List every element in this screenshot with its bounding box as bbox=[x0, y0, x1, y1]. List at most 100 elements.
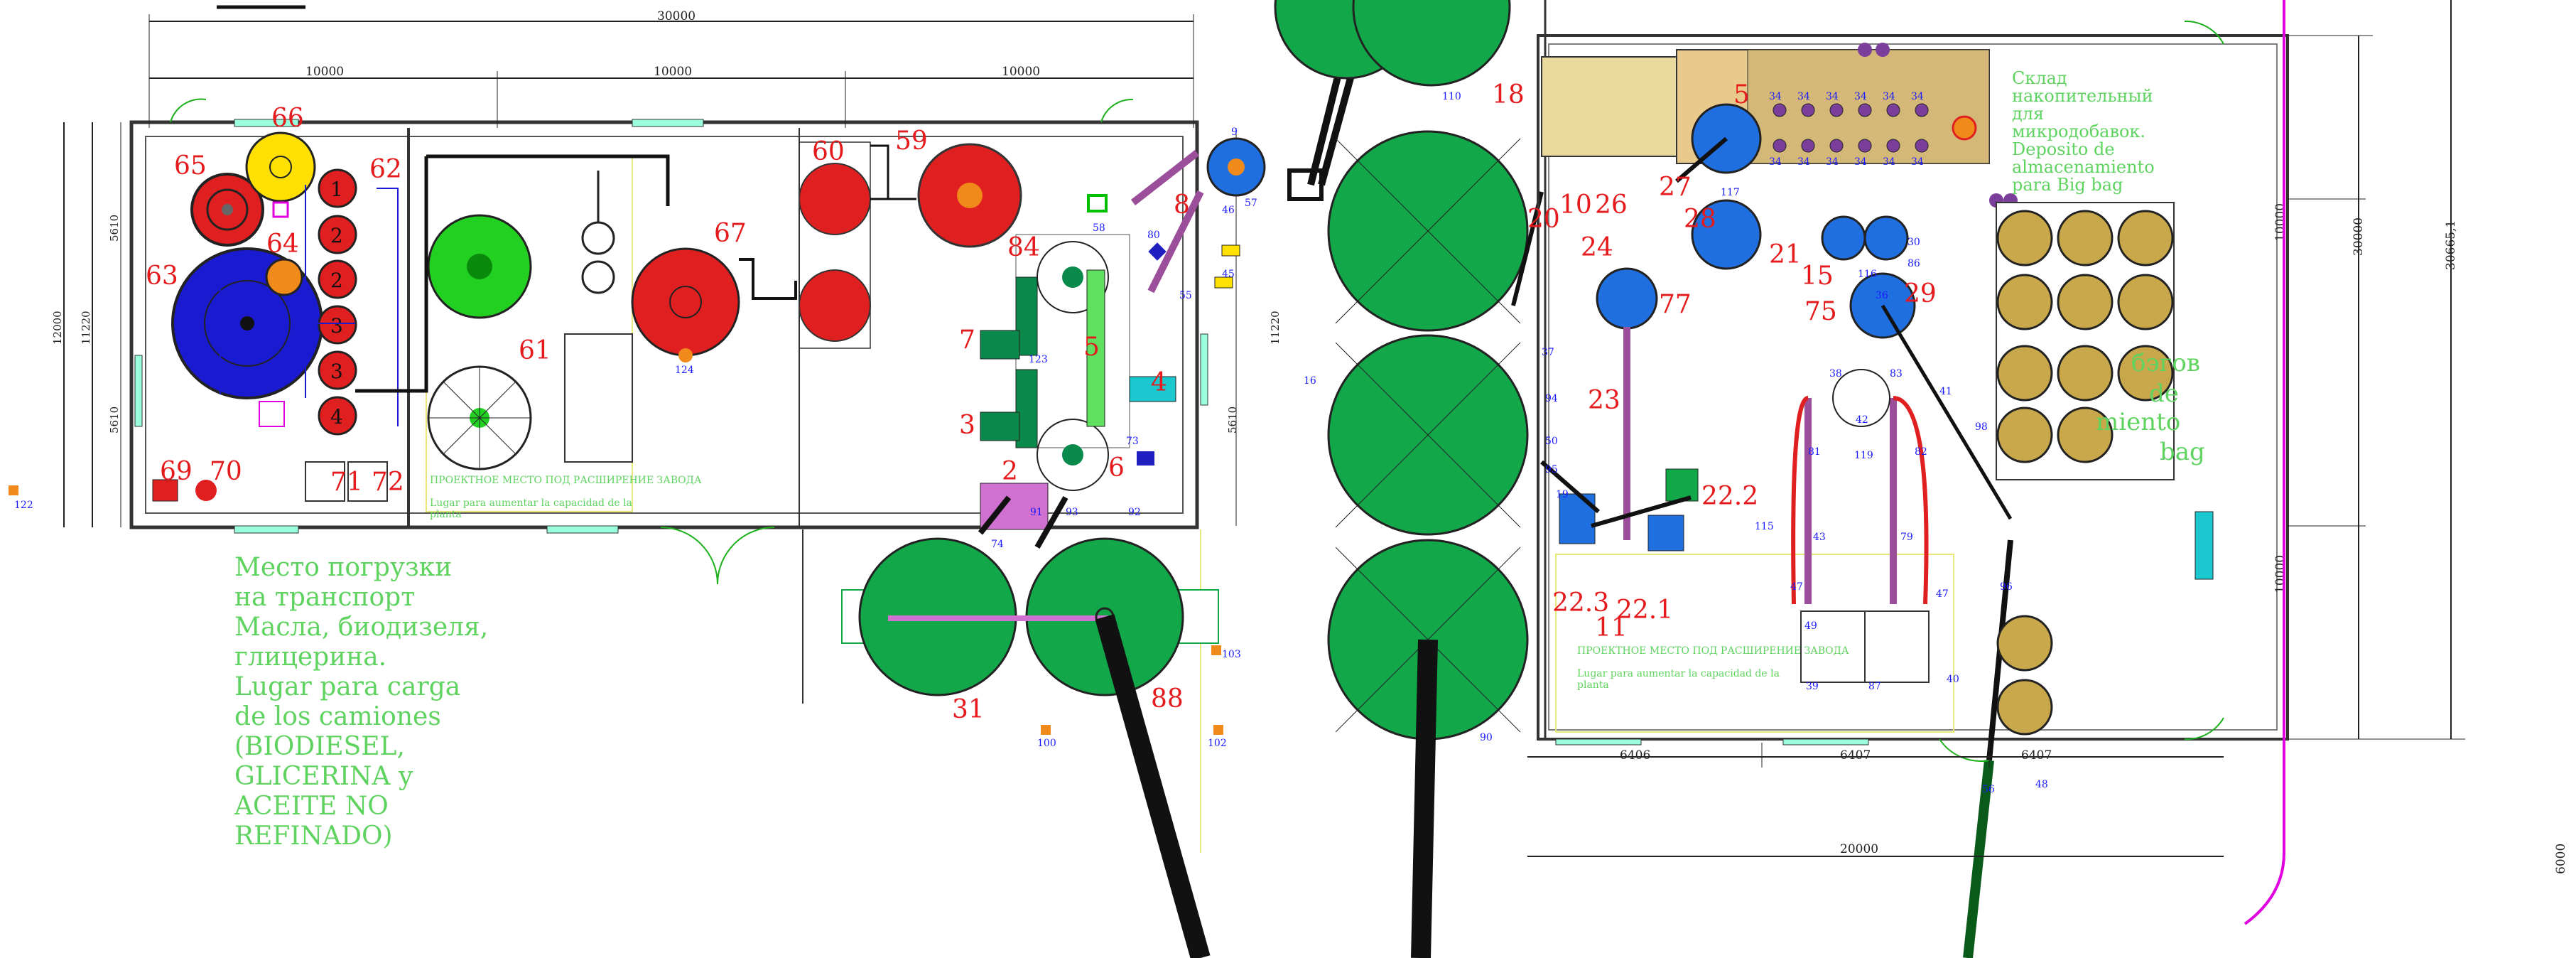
svg-text:микродобавок.: микродобавок. bbox=[2012, 122, 2145, 141]
label-18: 18 bbox=[1492, 80, 1525, 109]
label-77: 77 bbox=[1659, 290, 1692, 319]
dim-top-seg1: 10000 bbox=[305, 65, 344, 79]
label-11: 11 bbox=[1595, 613, 1628, 642]
svg-text:ПРОЕКТНОЕ МЕСТО ПОД РАСШИРЕНИЕ: ПРОЕКТНОЕ МЕСТО ПОД РАСШИРЕНИЕ ЗАВОДА bbox=[1577, 645, 1849, 657]
dim-top-overall: 30000 bbox=[657, 9, 696, 23]
tag-87: 87 bbox=[1868, 681, 1881, 692]
label-31: 31 bbox=[952, 695, 985, 724]
tag-48: 48 bbox=[2035, 779, 2048, 790]
tag-34d: 34 bbox=[1854, 91, 1867, 102]
warehouse-note: Склад накопительный для микродобавок. De… bbox=[2012, 68, 2155, 195]
label-20: 20 bbox=[1527, 205, 1560, 234]
dim-right-total: 30665,1 bbox=[2444, 220, 2458, 270]
dim-left-overall: 12000 bbox=[51, 311, 64, 345]
label-23: 23 bbox=[1588, 386, 1620, 415]
svg-text:Масла, биодизеля,: Масла, биодизеля, bbox=[234, 613, 488, 642]
tag-100: 100 bbox=[1037, 738, 1056, 749]
label-66: 66 bbox=[271, 104, 304, 133]
tag-36: 36 bbox=[1876, 290, 1888, 301]
tag-34c: 34 bbox=[1826, 91, 1839, 102]
tag-122: 122 bbox=[14, 500, 33, 511]
tag-34h: 34 bbox=[1797, 156, 1810, 168]
svg-text:de: de bbox=[2149, 380, 2179, 408]
label-28: 28 bbox=[1684, 205, 1716, 234]
tag-56: 56 bbox=[1982, 784, 1995, 795]
tag-94: 94 bbox=[1545, 393, 1558, 404]
tag-45: 45 bbox=[1222, 269, 1235, 280]
label-5: 5 bbox=[1083, 333, 1100, 362]
svg-text:Lugar para aumentar la capacid: Lugar para aumentar la capacidad de la bbox=[430, 497, 632, 509]
dim-mid-a: 11220 bbox=[1269, 311, 1282, 345]
tag-30: 30 bbox=[1907, 237, 1920, 248]
right-building bbox=[1537, 0, 2289, 958]
svg-text:(BIODIESEL,: (BIODIESEL, bbox=[234, 732, 405, 761]
bigbag-note: бэгов de miento bag bbox=[2096, 349, 2205, 466]
svg-text:para Big bag: para Big bag bbox=[2012, 175, 2123, 195]
tag-58: 58 bbox=[1093, 222, 1105, 234]
svg-text:REFINADO): REFINADO) bbox=[234, 822, 393, 851]
tag-91: 91 bbox=[1030, 507, 1043, 518]
expansion-note-left: ПРОЕКТНОЕ МЕСТО ПОД РАСШИРЕНИЕ ЗАВОДА Lu… bbox=[430, 475, 702, 520]
dim-left-b: 5610 bbox=[108, 407, 121, 434]
svg-text:1: 1 bbox=[330, 178, 343, 201]
tag-9: 9 bbox=[1231, 127, 1238, 138]
dim-bottom-a: 6406 bbox=[1620, 748, 1650, 763]
dim-bottom-overall: 20000 bbox=[1840, 842, 1878, 856]
tag-50: 50 bbox=[1545, 436, 1558, 447]
label-4: 4 bbox=[1151, 368, 1167, 397]
dim-far-right: 6000 bbox=[2554, 844, 2568, 874]
label-67: 67 bbox=[714, 219, 747, 248]
tag-123: 123 bbox=[1029, 354, 1048, 365]
label-88: 88 bbox=[1151, 684, 1184, 714]
tag-110: 110 bbox=[1442, 91, 1461, 102]
label-84: 84 bbox=[1007, 233, 1040, 262]
tag-34e: 34 bbox=[1883, 91, 1895, 102]
label-65: 65 bbox=[174, 151, 207, 181]
svg-text:на транспорт: на транспорт bbox=[234, 583, 415, 612]
tag-38: 38 bbox=[1829, 368, 1842, 380]
tag-34l: 34 bbox=[1911, 156, 1924, 168]
tag-34k: 34 bbox=[1883, 156, 1895, 168]
label-26: 26 bbox=[1595, 190, 1628, 220]
svg-text:2: 2 bbox=[330, 269, 343, 292]
label-10: 10 bbox=[1559, 190, 1592, 220]
dim-top-seg2: 10000 bbox=[654, 65, 692, 79]
label-22-3: 22.3 bbox=[1552, 588, 1609, 618]
tag-82: 82 bbox=[1915, 446, 1927, 458]
label-64: 64 bbox=[266, 230, 299, 259]
tag-46: 46 bbox=[1222, 205, 1235, 216]
tag-34b: 34 bbox=[1797, 91, 1810, 102]
dim-mid-b: 5610 bbox=[1226, 407, 1239, 434]
svg-text:Место погрузки: Место погрузки bbox=[234, 553, 452, 582]
dim-bottom-c: 6407 bbox=[2021, 748, 2052, 763]
left-room-tanks: 1 2 2 3 3 4 bbox=[152, 131, 633, 512]
tag-83: 83 bbox=[1890, 368, 1903, 380]
tag-34f: 34 bbox=[1911, 91, 1924, 102]
label-59: 59 bbox=[895, 127, 928, 156]
bigbag-storage bbox=[1996, 202, 2214, 736]
dim-left-inner: 11220 bbox=[80, 311, 92, 345]
svg-text:GLICERINA y: GLICERINA y bbox=[234, 762, 413, 791]
bottom-left-tanks bbox=[802, 495, 1219, 958]
tag-47: 47 bbox=[1790, 581, 1803, 593]
label-2: 2 bbox=[1002, 457, 1018, 486]
label-22-2: 22.2 bbox=[1701, 482, 1758, 511]
label-24: 24 bbox=[1581, 233, 1613, 262]
tag-95: 95 bbox=[1545, 464, 1558, 475]
tag-74: 74 bbox=[991, 539, 1004, 550]
mid-left-room bbox=[355, 141, 1022, 470]
svg-text:Lugar para aumentar la capacid: Lugar para aumentar la capacidad de la bbox=[1577, 668, 1780, 679]
tag-103: 103 bbox=[1222, 649, 1241, 660]
tag-37: 37 bbox=[1542, 347, 1554, 358]
tag-39: 39 bbox=[1806, 681, 1819, 692]
central-green-tanks bbox=[1274, 0, 1544, 958]
label-21: 21 bbox=[1769, 240, 1802, 269]
svg-text:almacenamiento: almacenamiento bbox=[2012, 157, 2155, 177]
loading-area-note: Место погрузки на транспорт Масла, биоди… bbox=[234, 553, 488, 851]
tag-40: 40 bbox=[1947, 674, 1959, 685]
small-tags: 122 124 123 100 102 103 119 117 115 116 … bbox=[9, 91, 2048, 795]
svg-text:глицерина.: глицерина. bbox=[234, 642, 386, 672]
tag-115: 115 bbox=[1755, 521, 1774, 532]
tag-16: 16 bbox=[1304, 375, 1316, 387]
